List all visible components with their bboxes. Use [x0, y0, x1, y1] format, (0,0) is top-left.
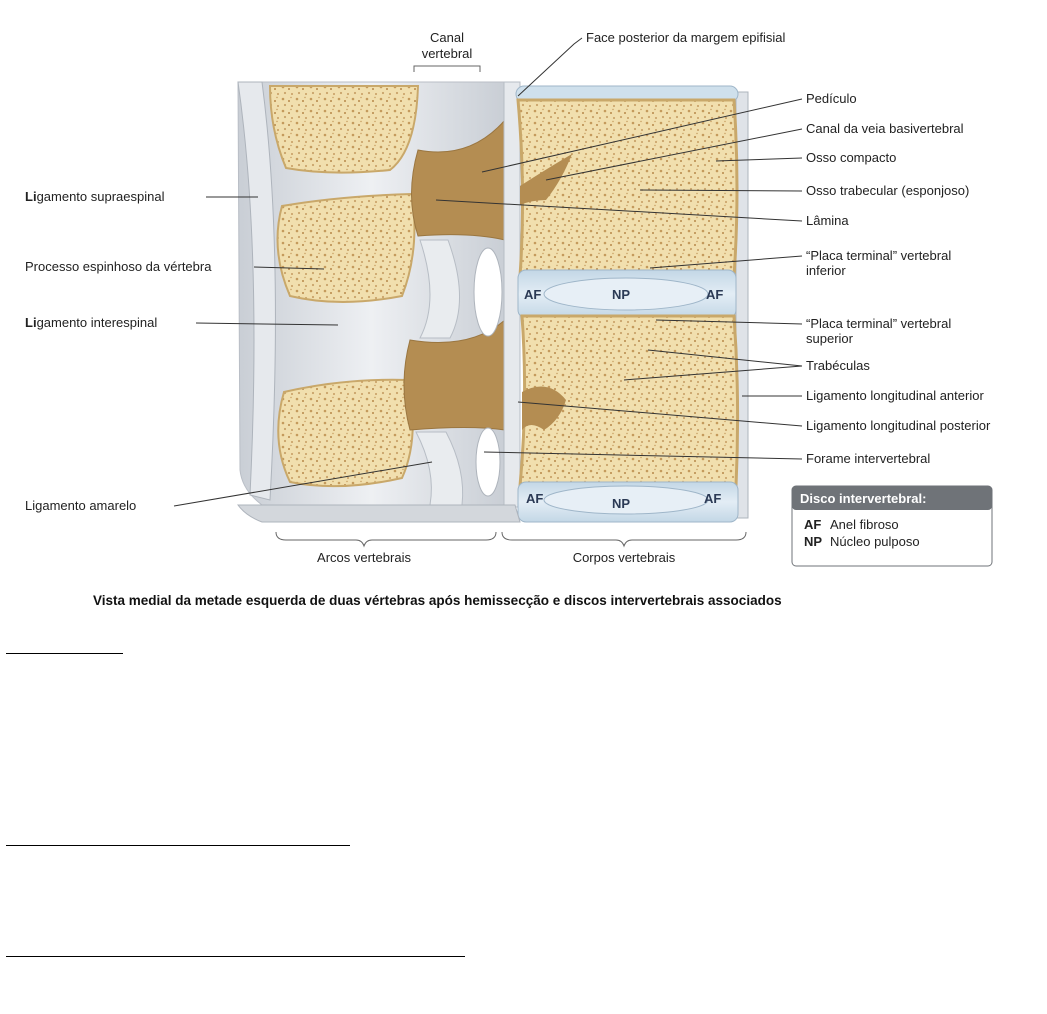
nucleus-pulposus-lower: [543, 485, 709, 515]
pediculo-label: Pedículo: [806, 91, 857, 106]
lig-interespinal-leader: [195, 322, 339, 326]
face-posterior-label: Face posterior da margem epifisial: [586, 30, 786, 45]
disc-legend-abbr-np: NP: [804, 534, 822, 549]
spinous-process-middle: [276, 192, 416, 303]
answer-line-3: [6, 956, 465, 957]
spinous-process-top: [268, 85, 420, 174]
lig-amarelo-leader: [173, 461, 433, 507]
placa-inferior-label-line1: “Placa terminal” vertebral: [806, 248, 951, 263]
lig-long-ant-label: Ligamento longitudinal anterior: [806, 388, 984, 403]
osso-compacto-leader: [715, 157, 803, 162]
np-label-upper: NP: [612, 287, 630, 302]
lig-supraespinal-label: Ligamento supraespinal: [25, 189, 165, 204]
placa-superior-label-line2: superior: [806, 331, 854, 346]
trabeculas-leader-b: [623, 365, 803, 381]
canal-veia-label: Canal da veia basivertebral: [806, 121, 964, 136]
lamina-leader: [435, 199, 803, 222]
pediculo-leader: [481, 98, 803, 173]
lamina-label: Lâmina: [806, 213, 849, 228]
trabeculas-leader-a: [647, 349, 803, 367]
nucleus-pulposus-upper: [543, 277, 709, 311]
disc-legend: Disco intervertebral: AF Anel fibroso NP…: [791, 485, 993, 567]
lig-interespinal-label: Ligamento interespinal: [25, 315, 157, 330]
intervertebral-foramen-upper: [473, 247, 503, 337]
af-label-lower-left: AF: [526, 491, 543, 506]
disc-legend-text-np: Núcleo pulposo: [830, 534, 920, 549]
processo-leader: [253, 266, 325, 270]
canal-label-line2: vertebral: [422, 46, 473, 61]
corpos-label: Corpos vertebrais: [573, 550, 676, 565]
figure-caption: Vista medial da metade esquerda de duas …: [93, 593, 782, 608]
disc-legend-title: Disco intervertebral:: [800, 491, 926, 506]
placa-inferior-leader: [649, 255, 803, 269]
canal-veia-leader: [545, 128, 803, 181]
lamina-lower: [403, 318, 506, 431]
processo-label: Processo espinhoso da vértebra: [25, 259, 212, 274]
ligamentum-flavum-upper: [419, 239, 461, 339]
answer-line-2: [6, 845, 350, 846]
face-posterior-leader: [517, 37, 583, 97]
placa-superior-label-line1: “Placa terminal” vertebral: [806, 316, 951, 331]
disc-legend-header: [792, 486, 992, 510]
base-plate: [237, 504, 521, 523]
lig-long-post-label: Ligamento longitudinal posterior: [806, 418, 991, 433]
af-label-upper-right: AF: [706, 287, 723, 302]
lig-long-post-leader: [517, 401, 803, 427]
corpos-bracket: [501, 531, 747, 548]
answer-line-1: [6, 653, 123, 654]
af-label-upper-left: AF: [524, 287, 541, 302]
osso-trabecular-label: Osso trabecular (esponjoso): [806, 183, 969, 198]
placa-inferior-label-line2: inferior: [806, 263, 846, 278]
canal-label-line1: Canal: [430, 30, 464, 45]
intervertebral-foramen-lower: [475, 427, 501, 497]
osso-compacto-label: Osso compacto: [806, 150, 896, 165]
forame-leader: [483, 451, 803, 460]
lamina-upper: [411, 118, 506, 241]
af-label-lower-right: AF: [704, 491, 721, 506]
np-label-lower: NP: [612, 496, 630, 511]
placa-superior-leader: [655, 319, 803, 325]
arcos-label: Arcos vertebrais: [317, 550, 411, 565]
supraspinous-ligament: [237, 81, 276, 501]
trabeculas-label: Trabéculas: [806, 358, 870, 373]
vertebrae-diagram: AF NP AF AF NP AF Canal vertebral Face p…: [25, 30, 993, 608]
disc-legend-text-af: Anel fibroso: [830, 517, 899, 532]
arcos-bracket: [275, 531, 497, 548]
lig-amarelo-label: Ligamento amarelo: [25, 498, 136, 513]
disc-legend-abbr-af: AF: [804, 517, 821, 532]
canal-bracket: [413, 65, 481, 72]
forame-label: Forame intervertebral: [806, 451, 930, 466]
osso-trabecular-leader: [639, 189, 803, 192]
basivertebral-notch-lower: [522, 386, 566, 430]
spinous-process-bottom: [277, 378, 414, 488]
